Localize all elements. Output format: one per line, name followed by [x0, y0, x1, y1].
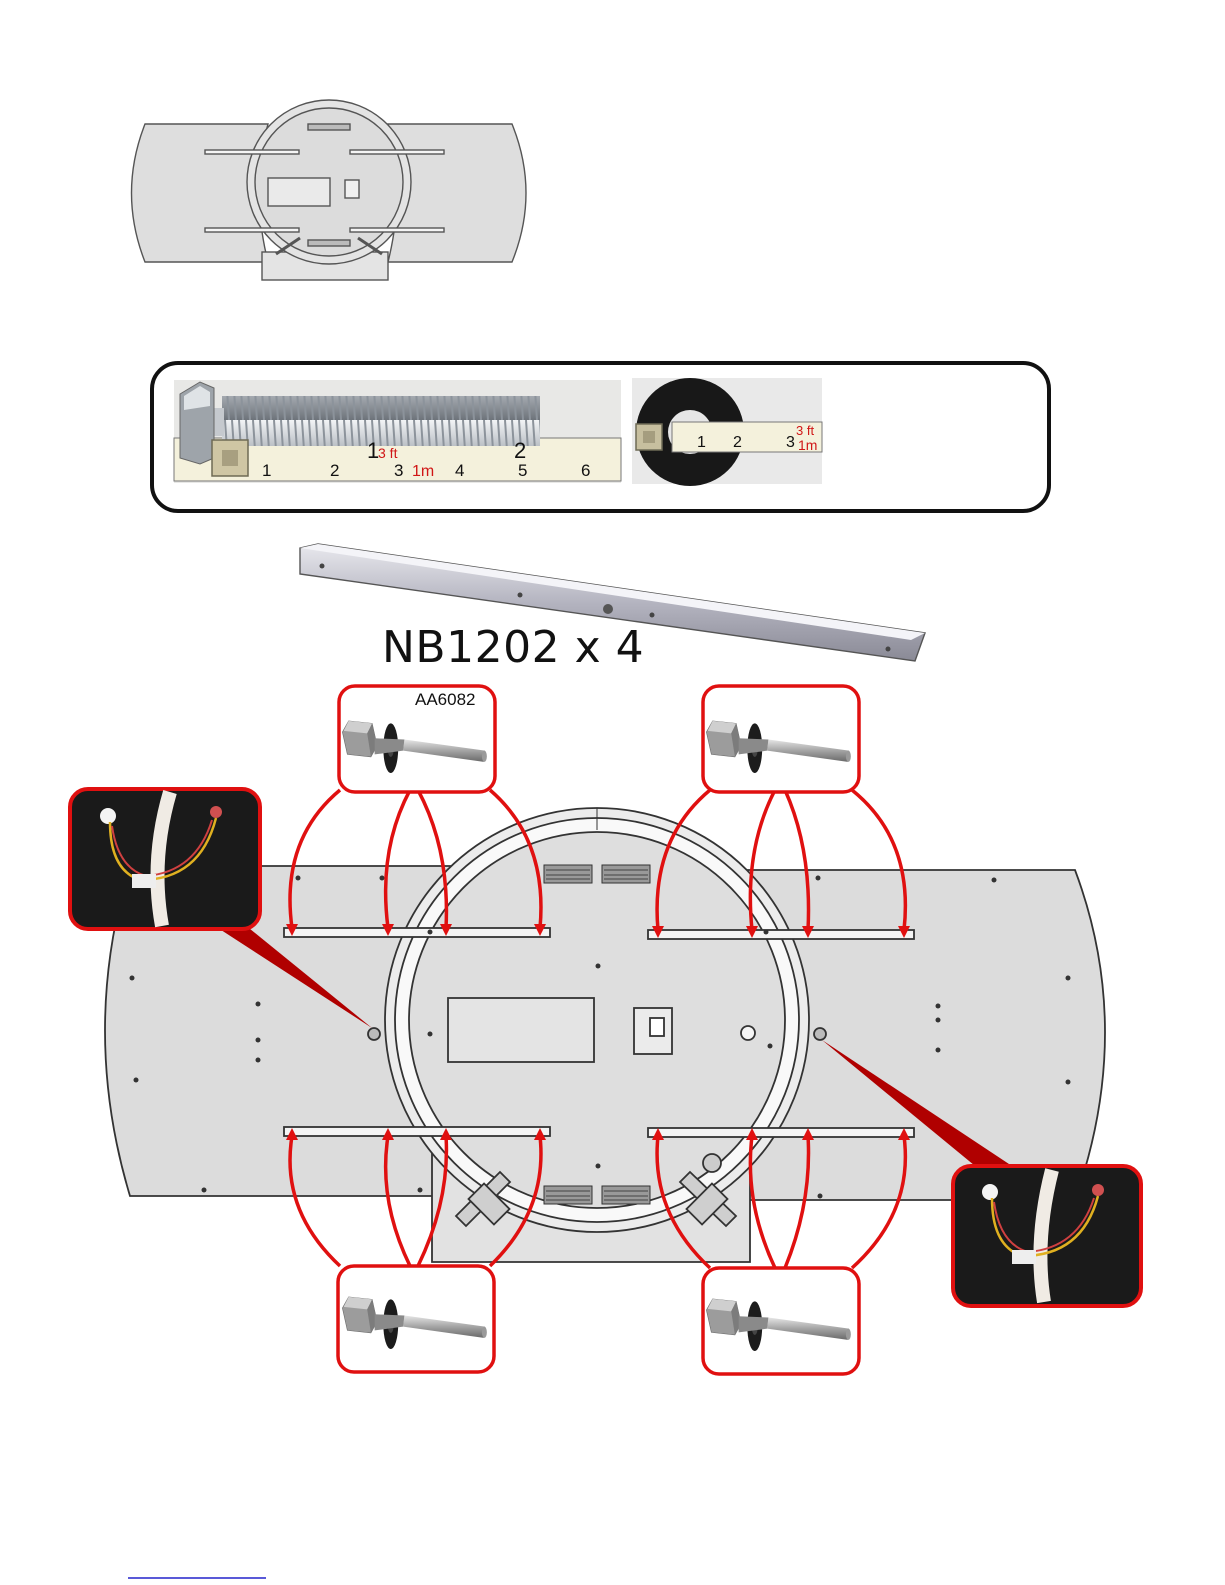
tape-left-mark-5: 2	[514, 438, 526, 463]
tape-left-mark-3: 3	[394, 461, 403, 480]
tape-left-mark-4: 4	[455, 461, 464, 480]
rail-bottom-right	[648, 1128, 914, 1137]
tape-right-mark-0: 1	[697, 434, 706, 451]
tape-right-mark-1: 2	[733, 434, 742, 451]
tape-right-m-label: 1m	[798, 437, 817, 453]
wiring-photo-left	[70, 789, 260, 929]
tape-left-mark-0: 1	[262, 461, 271, 480]
overview-drawing	[132, 100, 527, 280]
rail-top-right	[648, 930, 914, 939]
tape-right-mark-2: 3	[786, 434, 795, 451]
bolt-box-bottom-left	[338, 1266, 494, 1372]
wiring-photo-right	[953, 1166, 1141, 1306]
bolt-part-label: AA6082	[415, 690, 476, 710]
rail-top-left	[284, 928, 550, 937]
tape-left-m-label: 1m	[412, 463, 434, 480]
tape-left-mark-1: 2	[330, 461, 339, 480]
tape-left-mark-6: 5	[518, 461, 527, 480]
control-box	[448, 998, 594, 1062]
tape-left-ft-label: 3 ft	[378, 445, 398, 461]
rail-part-label: NB1202 x 4	[382, 622, 644, 673]
bolt-box-top-right	[703, 686, 859, 792]
tape-left-mark-7: 6	[581, 461, 590, 480]
rail-bottom-left	[284, 1127, 550, 1136]
bolt-box-bottom-right	[703, 1268, 859, 1374]
washer-photo	[632, 378, 822, 486]
tape-right-ft-label: 3 ft	[796, 423, 814, 438]
